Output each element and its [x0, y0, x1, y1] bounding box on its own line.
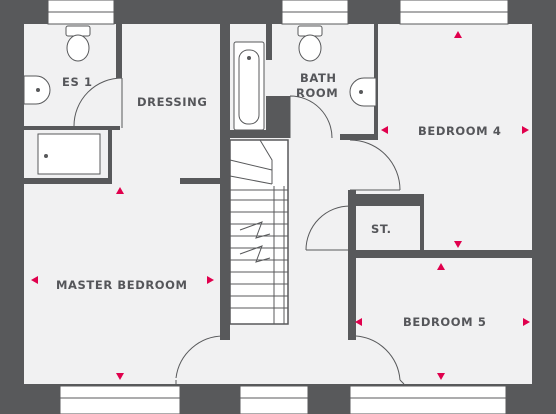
wall-store-top — [348, 194, 420, 206]
wall-bath-left-stub — [230, 130, 266, 138]
window-landing — [239, 385, 309, 414]
window-bedroom-5 — [349, 385, 507, 414]
dimension-markers — [31, 31, 530, 380]
wall-bath-inner — [266, 96, 290, 138]
window-master — [59, 385, 181, 414]
label-dressing: DRESSING — [137, 95, 207, 109]
wall-bed4-left — [348, 190, 356, 384]
bath-tub — [233, 41, 265, 131]
wall-es1-dressing — [116, 24, 122, 78]
toilet-es1 — [65, 25, 91, 62]
room-master-bedroom — [24, 182, 220, 384]
marker-master-top — [116, 187, 124, 194]
basin-es1 — [23, 75, 51, 105]
shower-tray — [37, 133, 101, 175]
label-bedroom-4: BEDROOM 4 — [418, 124, 501, 138]
wall-master-landing — [220, 24, 230, 340]
opening-master-landing — [220, 340, 230, 384]
marker-bed4-top — [454, 31, 462, 38]
wall-store-right — [420, 194, 424, 258]
door-master — [175, 335, 225, 384]
marker-bed4-right — [522, 126, 529, 134]
room-bedroom-5 — [356, 258, 532, 384]
wall-shower-bottom — [24, 178, 112, 184]
marker-master-right — [207, 276, 214, 284]
label-master-bedroom: MASTER BEDROOM — [56, 278, 188, 292]
door-bathroom — [289, 95, 333, 139]
wall-es1-bottom — [24, 126, 120, 130]
wall-bath-stub — [266, 24, 272, 60]
marker-bed5-right — [523, 318, 530, 326]
toilet-bathroom — [297, 25, 323, 62]
wall-bath-bottom — [340, 134, 378, 140]
marker-master-bottom — [116, 373, 124, 380]
label-bathroom-line2: ROOM — [296, 86, 338, 100]
wall-shower-side — [108, 128, 112, 182]
door-store — [305, 205, 351, 251]
marker-master-left — [31, 276, 38, 284]
staircase — [229, 139, 289, 325]
door-bedroom-5 — [355, 335, 405, 385]
door-bedroom-4 — [349, 139, 401, 191]
marker-bed5-bottom — [437, 373, 445, 380]
label-bedroom-5: BEDROOM 5 — [403, 315, 486, 329]
basin-bathroom — [349, 77, 377, 107]
room-store — [356, 206, 420, 250]
marker-bed5-left — [355, 318, 362, 326]
marker-bed4-left — [381, 126, 388, 134]
label-store: ST. — [371, 222, 392, 236]
marker-bed4-bottom — [454, 241, 462, 248]
wall-dressing-stub — [180, 178, 220, 184]
wall-bed4-bed5 — [356, 250, 532, 258]
room-bedroom-4-ext — [350, 138, 376, 194]
label-bathroom-line1: BATH — [300, 71, 337, 85]
opening-bed5-landing — [348, 340, 356, 384]
room-master-dressing-link — [110, 128, 220, 182]
door-es1 — [73, 77, 123, 128]
label-es1: ES 1 — [62, 75, 93, 89]
marker-bed5-top — [437, 263, 445, 270]
